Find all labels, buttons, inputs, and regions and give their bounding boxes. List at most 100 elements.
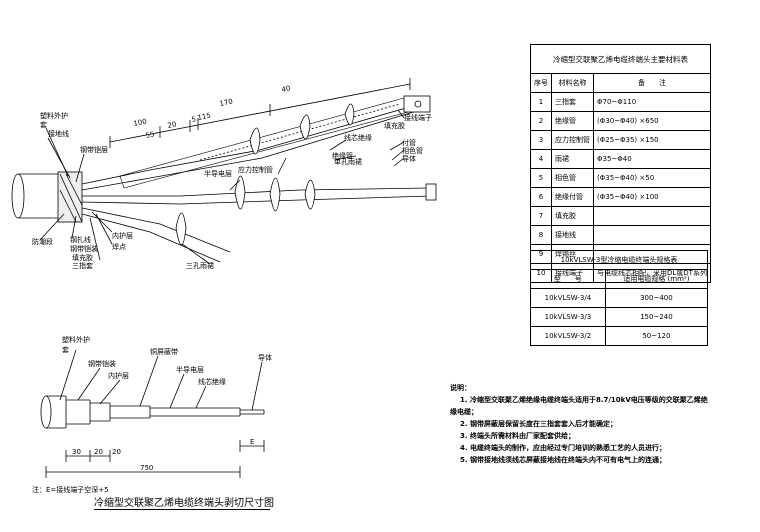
label-ground-wire: 接地线 <box>48 129 69 138</box>
note-item: 3. 终端头所需材料由厂家配套供给； <box>460 432 575 440</box>
row-note: (Φ25~Φ35) ×150 <box>593 130 711 150</box>
label-solder-point: 焊点 <box>112 242 126 251</box>
upper-cable <box>11 78 437 265</box>
label-lower-copper-shield: 铜屏蔽带 <box>150 347 178 356</box>
row-note: Φ70~Φ110 <box>593 92 711 112</box>
dim-100: 100 <box>133 118 148 128</box>
footnote: 注：E=接线端子空深+5 <box>32 486 109 494</box>
label-plastic-sheath-2: 套 <box>40 120 47 129</box>
caption-underline <box>94 509 270 510</box>
dim-lower-e: E <box>250 438 254 446</box>
dim-170: 170 <box>219 98 234 108</box>
row-note: (Φ35~Φ40) ×100 <box>593 187 711 207</box>
label-insulation-tube: 绝缘管 <box>332 151 353 160</box>
col-size: 适用电缆规格 (mm²) <box>604 269 709 289</box>
label-lower-semi-cond: 半导电层 <box>176 365 204 374</box>
label-three-finger: 三指套 <box>72 261 93 270</box>
row-note <box>593 206 711 226</box>
row-no: 8 <box>530 225 552 245</box>
row-size: 300~400 <box>604 288 709 308</box>
row-no: 5 <box>530 168 552 188</box>
row-model: 10kVLSW-3/4 <box>530 288 606 308</box>
dim-5: 5 <box>191 115 197 124</box>
dim-lower-750: 750 <box>140 464 153 472</box>
label-single-hole-shed: 单孔雨裙 <box>334 157 362 166</box>
label-filler-glue: 填充胶 <box>72 253 93 262</box>
row-size: 150~240 <box>604 307 709 327</box>
label-conductor: 导体 <box>402 154 416 163</box>
label-lower-plastic-sheath-2: 套 <box>62 345 69 354</box>
label-plastic-sheath: 塑料外护 <box>40 111 68 120</box>
label-lower-steel-armor: 钢带铠装 <box>88 359 116 368</box>
spec-table: 10kVLSW-3型冷缩电缆终端头规格表 型 号 适用电缆规格 (mm²) 10… <box>530 250 709 346</box>
row-note <box>593 225 711 245</box>
label-aux-tube: 付管 <box>402 138 416 147</box>
label-steel-armor: 钢带铠层 <box>80 145 108 154</box>
row-name: 三指套 <box>551 92 594 112</box>
row-note: (Φ35~Φ40) ×50 <box>593 168 711 188</box>
label-lower-core-insulation: 线芯绝缘 <box>198 377 226 386</box>
row-name: 相色管 <box>551 168 594 188</box>
row-no: 2 <box>530 111 552 131</box>
row-note: Φ35~Φ40 <box>593 149 711 169</box>
drawing-caption: 冷缩型交联聚乙烯电缆终端头剥切尺寸图 <box>94 498 274 509</box>
dim-lower-20a: 20 <box>94 448 103 456</box>
label-terminal-lug: 接线端子 <box>404 113 432 122</box>
col-no: 序号 <box>530 73 552 93</box>
label-lower-conductor: 导体 <box>258 353 272 362</box>
row-no: 1 <box>530 92 552 112</box>
col-name: 材料名称 <box>551 73 594 93</box>
row-no: 7 <box>530 206 552 226</box>
row-no: 3 <box>530 130 552 150</box>
row-model: 10kVLSW-3/3 <box>530 307 606 327</box>
note-item: 缘电缆； <box>450 408 478 416</box>
spec-title: 10kVLSW-3型冷缩电缆终端头规格表 <box>530 250 708 270</box>
label-moisture-seal: 防潮段 <box>32 237 53 246</box>
row-size: 50~120 <box>604 326 709 346</box>
label-lower-inner-sheath: 内护层 <box>108 371 129 380</box>
dim-40: 40 <box>281 84 291 94</box>
dim-115: 115 <box>197 112 212 122</box>
label-inner-sheath: 内护层 <box>112 231 133 240</box>
label-core-insulation: 线芯绝缘 <box>344 133 372 142</box>
row-name: 填充胶 <box>551 206 594 226</box>
row-name: 接地线 <box>551 225 594 245</box>
label-filler: 填充胶 <box>384 121 405 130</box>
row-name: 雨裙 <box>551 149 594 169</box>
col-note: 备 注 <box>593 73 711 93</box>
dim-lower-30: 30 <box>72 448 81 456</box>
notes: 说明： 1. 冷缩型交联聚乙烯绝缘电缆终端头适用于8.7/10kV电压等级的交联… <box>450 382 708 466</box>
col-model: 型 号 <box>530 269 606 289</box>
note-item: 1. 冷缩型交联聚乙烯绝缘电缆终端头适用于8.7/10kV电压等级的交联聚乙烯绝 <box>460 396 708 404</box>
row-note: (Φ30~Φ40) ×650 <box>593 111 711 131</box>
row-no: 4 <box>530 149 552 169</box>
label-lower-plastic-sheath: 塑料外护 <box>62 335 90 344</box>
dim-55: 55 <box>145 130 155 140</box>
row-name: 应力控制管 <box>551 130 594 150</box>
lower-cable <box>40 349 265 478</box>
label-three-hole-shed: 三孔雨裙 <box>186 261 214 270</box>
label-stress-ctrl: 应力控制管 <box>238 165 273 174</box>
notes-title: 说明： <box>450 384 471 392</box>
row-name: 绝缘付管 <box>551 187 594 207</box>
note-item: 5. 钢带接地线须线芯屏蔽接地线在终端头内不可有电气上的连通； <box>460 456 666 464</box>
label-steel-armor-2: 钢带铠装 <box>70 244 98 253</box>
label-phase-tube: 相色管 <box>402 146 423 155</box>
dim-20: 20 <box>167 120 177 130</box>
row-model: 10kVLSW-3/2 <box>530 326 606 346</box>
row-name: 绝缘管 <box>551 111 594 131</box>
note-item: 2. 钢带屏蔽层保留长度在三指套套入后才能确定； <box>460 420 617 428</box>
row-no: 6 <box>530 187 552 207</box>
label-steel-wire: 钢扎线 <box>70 235 91 244</box>
